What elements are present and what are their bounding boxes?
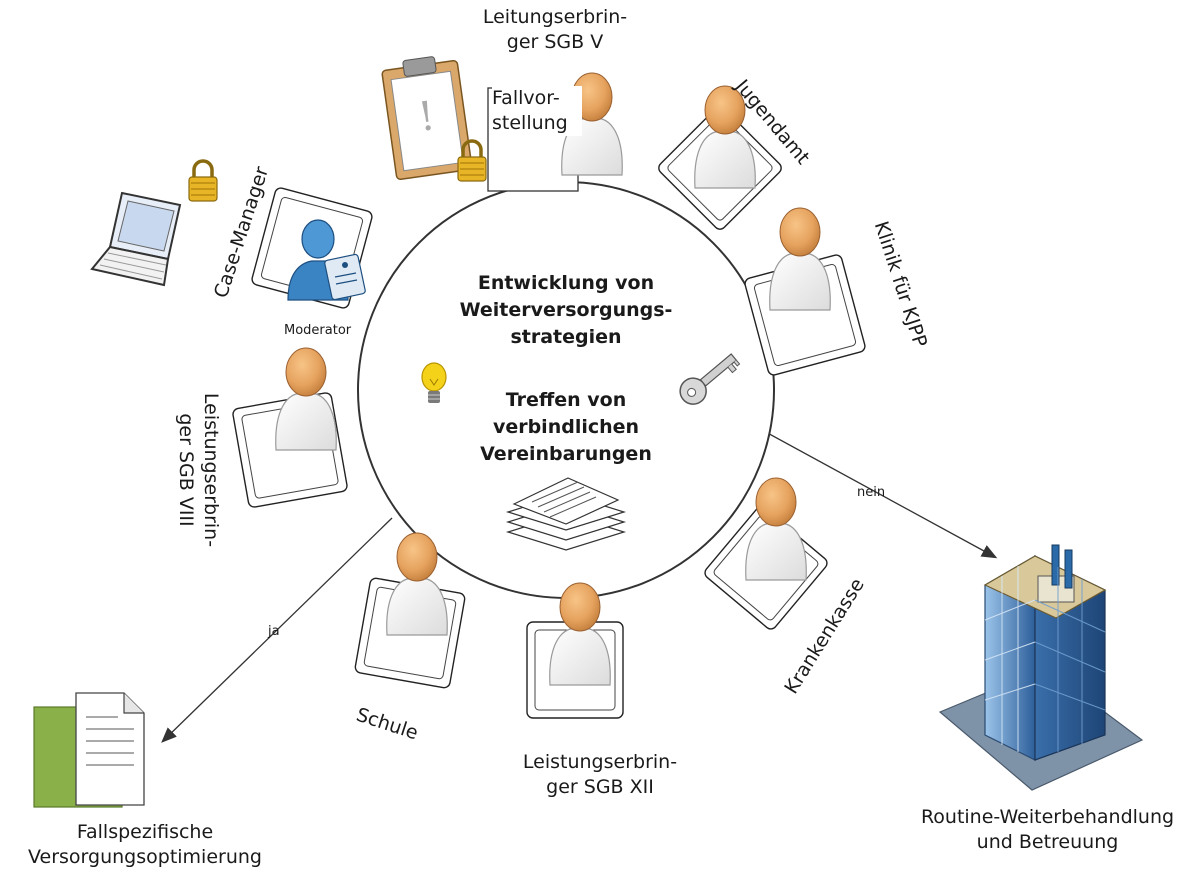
papers-icon <box>505 477 627 551</box>
svg-text:!: ! <box>415 93 437 141</box>
label-sgb-v: Leitungserbrin- ger SGB V <box>482 6 628 53</box>
lock-icon <box>456 139 488 183</box>
laptop-lock-icon <box>187 159 219 203</box>
case-manager-icon <box>287 219 366 301</box>
edge-yes-label: ja <box>268 624 280 639</box>
center-text-line6: Vereinbarungen <box>480 443 652 465</box>
center-text-line4: Treffen von <box>505 389 627 411</box>
outcome-yes-label: Fallspezifische Versorgungsoptimierung <box>28 821 262 868</box>
center-text-line2: Weiterversorgungs- <box>459 299 673 321</box>
clipboard-icon: ! <box>381 56 473 180</box>
outcome-no-label: Routine-Weiterbehandlung und Betreuung <box>920 806 1175 853</box>
building-icon <box>938 544 1144 791</box>
center-text-line1: Entwicklung von <box>477 272 655 294</box>
edge-no-arrow <box>761 429 998 559</box>
label-moderator: Moderator <box>284 323 352 338</box>
lightbulb-icon <box>421 362 447 403</box>
center-text-line5: verbindlichen <box>492 416 640 438</box>
key-icon <box>679 353 741 405</box>
edge-no-label: nein <box>857 485 886 500</box>
edge-yes-arrow <box>161 517 393 743</box>
label-sgb-viii: Leistungserbrin- ger SGB VIII <box>175 392 222 548</box>
center-text-line3: strategien <box>510 326 622 348</box>
laptop-icon <box>90 191 182 287</box>
document-icon <box>33 692 145 808</box>
label-sgb-xii: Leistungserbrin- ger SGB XII <box>522 751 678 798</box>
label-fallvorstellung: Fallvor- stellung <box>492 86 582 136</box>
